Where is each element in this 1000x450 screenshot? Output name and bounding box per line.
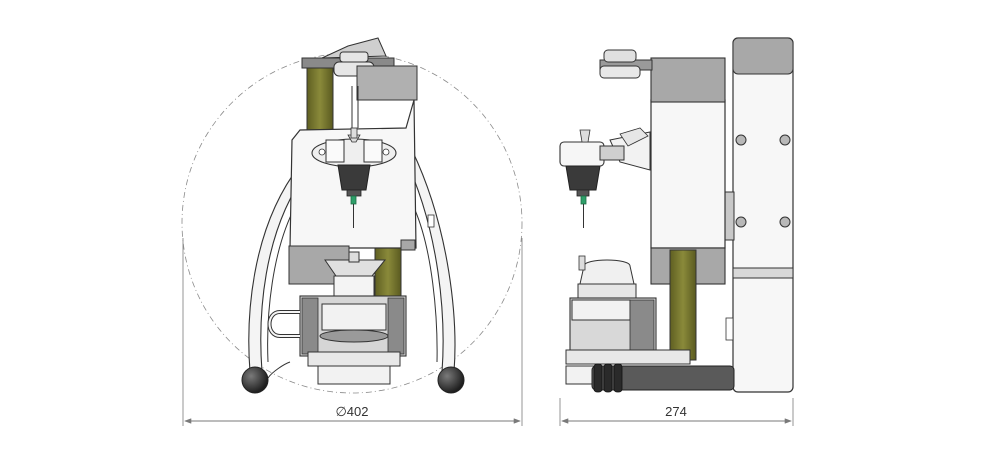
front-syringe: [337, 164, 371, 191]
front-foot-right: [437, 366, 465, 394]
side-width-label: 274: [665, 404, 687, 419]
side-column: [669, 249, 697, 361]
front-diameter-label: ∅402: [335, 404, 368, 419]
side-needle-holder: [559, 141, 605, 167]
side-view: 274: [559, 37, 794, 426]
side-back-plate: [732, 37, 794, 393]
front-sweep-circle: [181, 52, 523, 394]
front-column-right: [374, 247, 402, 305]
front-column-left: [306, 65, 334, 131]
side-base-rod: [591, 365, 735, 391]
front-foot-left: [241, 366, 269, 394]
front-view: ∅402: [181, 37, 523, 426]
side-head-body: [650, 99, 726, 249]
side-syringe: [565, 165, 601, 191]
front-upper-block: [356, 65, 418, 101]
